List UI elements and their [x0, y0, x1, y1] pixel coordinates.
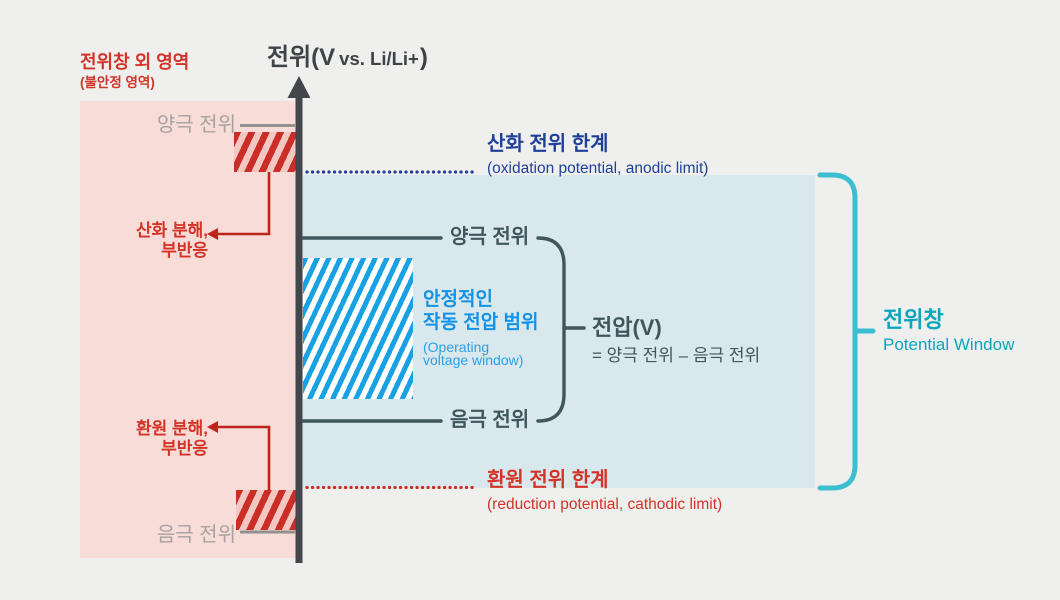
oxidation-limit-title: 산화 전위 한계	[487, 133, 609, 155]
axis-label-main: 전위(V	[267, 44, 336, 71]
unstable-region-title: 전위창 외 영역 (불안정 영역)	[80, 52, 189, 90]
anode-potential-outside-label: 음극 전위	[156, 524, 236, 546]
reduction-limit-title: 환원 전위 한계	[487, 469, 609, 491]
oxidation-limit-subtitle: (oxidation potential, anodic limit)	[487, 160, 709, 177]
potential-window-title: 전위창	[883, 307, 944, 332]
reduction-note-line2: 부반응	[161, 439, 208, 458]
unstable-region-title-line2: (불안정 영역)	[80, 74, 155, 90]
oxidation-note-line2: 부반응	[161, 241, 208, 260]
operating-range-line4: voltage window)	[423, 352, 524, 368]
reduction-decomposition-note: 환원 분해, 부반응	[80, 419, 208, 459]
potential-window-bracket	[817, 172, 858, 491]
potential-axis-line	[295, 96, 303, 563]
oxidation-limit-label: 산화 전위 한계 (oxidation potential, anodic li…	[487, 133, 708, 178]
axis-label-unit: vs. Li/Li+	[339, 48, 419, 69]
reduction-limit-subtitle: (reduction potential, cathodic limit)	[487, 496, 723, 513]
voltage-definition-label: 전압(V) = 양극 전위 – 음극 전위	[592, 315, 760, 366]
reduction-note-line1: 환원 분해,	[135, 419, 208, 438]
axis-label-close: )	[419, 44, 428, 71]
unstable-region-title-line1: 전위창 외 영역	[80, 52, 190, 72]
operating-voltage-range-label: 안정적인 작동 전압 범위 (Operating voltage window)	[423, 288, 538, 367]
anode-potential-window-label: 음극 전위	[450, 409, 530, 431]
cathode-potential-outside-label: 양극 전위	[156, 114, 236, 136]
axis-arrowhead-icon	[287, 76, 311, 98]
voltage-title: 전압(V)	[592, 315, 662, 340]
oxidation-decomposition-note: 산화 분해, 부반응	[80, 221, 208, 261]
anode-underpotential-hatch-box	[236, 490, 296, 530]
reduction-limit-label: 환원 전위 한계 (reduction potential, cathodic …	[487, 469, 722, 514]
operating-range-line2: 작동 전압 범위	[423, 312, 539, 333]
cathode-overpotential-hatch-box	[234, 132, 296, 172]
operating-voltage-hatch-box	[303, 258, 413, 399]
operating-range-line3: (Operating	[423, 339, 490, 355]
potential-window-label: 전위창 Potential Window	[883, 307, 1014, 355]
operating-range-line1: 안정적인	[423, 289, 493, 310]
cathode-potential-window-label: 양극 전위	[450, 226, 530, 248]
oxidation-note-line1: 산화 분해,	[135, 221, 208, 240]
voltage-formula: = 양극 전위 – 음극 전위	[592, 346, 761, 366]
potential-window-subtitle: Potential Window	[883, 335, 1015, 355]
